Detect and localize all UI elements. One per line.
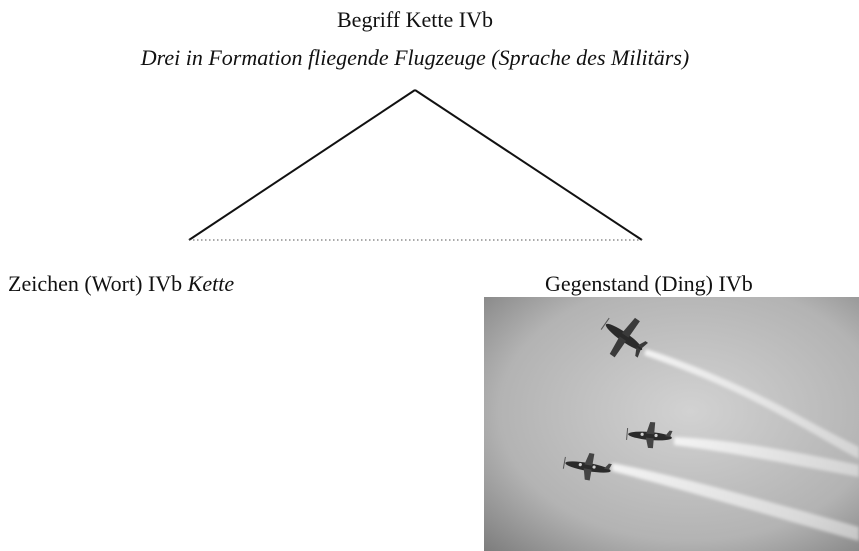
aircraft-right-wing-icon bbox=[626, 421, 673, 449]
aircraft-lead-icon bbox=[600, 317, 649, 358]
sign-word: Kette bbox=[187, 271, 235, 296]
sign-label: Zeichen (Wort) IVb Kette bbox=[8, 270, 234, 298]
smoke-trail-top bbox=[644, 349, 859, 459]
smoke-trail-bottom bbox=[612, 463, 859, 541]
aircraft-formation-photo bbox=[484, 297, 859, 551]
sign-label-text: Zeichen (Wort) IVb bbox=[8, 271, 183, 296]
semiotic-triangle bbox=[188, 89, 643, 241]
aircraft-left-wing-icon bbox=[562, 453, 612, 481]
concept-subtitle: Drei in Formation fliegende Flugzeuge (S… bbox=[140, 45, 690, 70]
smoke-trail-middle bbox=[674, 437, 859, 477]
concept-title: Begriff Kette IVb bbox=[337, 7, 493, 32]
object-label: Gegenstand (Ding) IVb bbox=[545, 271, 753, 296]
triangle-right-edge bbox=[414, 89, 643, 241]
triangle-left-edge bbox=[188, 89, 416, 241]
